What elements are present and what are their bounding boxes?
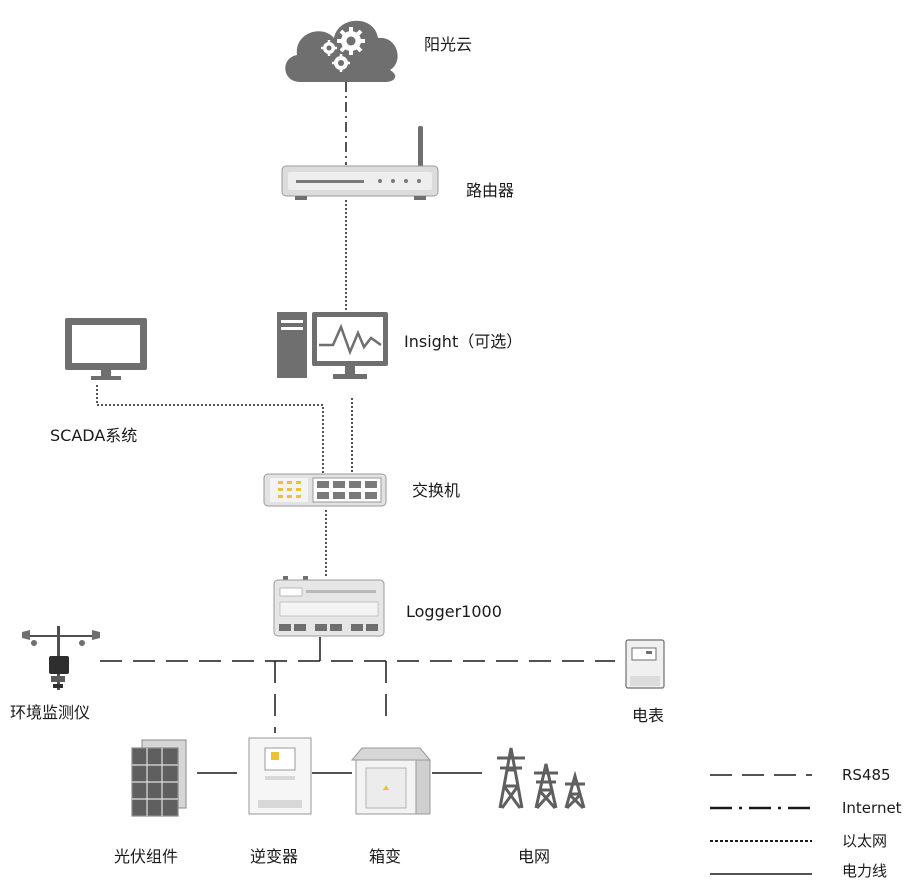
- insight-pc-icon: [277, 312, 388, 379]
- inverter-icon: [248, 737, 312, 815]
- meter-icon: [625, 639, 665, 689]
- router-icon: [281, 126, 439, 200]
- switch-icon: [263, 473, 387, 507]
- meter-label: 电表: [632, 706, 665, 725]
- legend-label-ethernet: 以太网: [842, 832, 888, 850]
- cloud-label: 阳光云: [424, 35, 473, 54]
- scada-label: SCADA系统: [50, 426, 138, 445]
- grid-towers-icon: [497, 747, 586, 810]
- box-transformer-icon: [350, 747, 432, 815]
- router-label: 路由器: [466, 181, 515, 200]
- inverter-label: 逆变器: [250, 847, 299, 866]
- ethernet-link-scada-switch: [96, 385, 324, 473]
- legend-label-internet: Internet: [842, 799, 902, 817]
- scada-monitor-icon: [65, 318, 147, 380]
- logger-label: Logger1000: [406, 602, 502, 621]
- switch-label: 交换机: [412, 481, 461, 500]
- env-monitor-label: 环境监测仪: [10, 703, 91, 722]
- logger-icon: [273, 576, 385, 637]
- legend-label-power: 电力线: [842, 862, 888, 880]
- pv-panel-icon: [131, 739, 187, 817]
- cloud-icon: [285, 20, 398, 82]
- legend-label-rs485: RS485: [842, 766, 891, 784]
- pv-label: 光伏组件: [114, 847, 179, 866]
- box-transformer-label: 箱变: [369, 847, 402, 866]
- environment-monitor-icon: [22, 626, 100, 690]
- insight-label: Insight（可选）: [404, 332, 523, 351]
- grid-label: 电网: [518, 847, 551, 866]
